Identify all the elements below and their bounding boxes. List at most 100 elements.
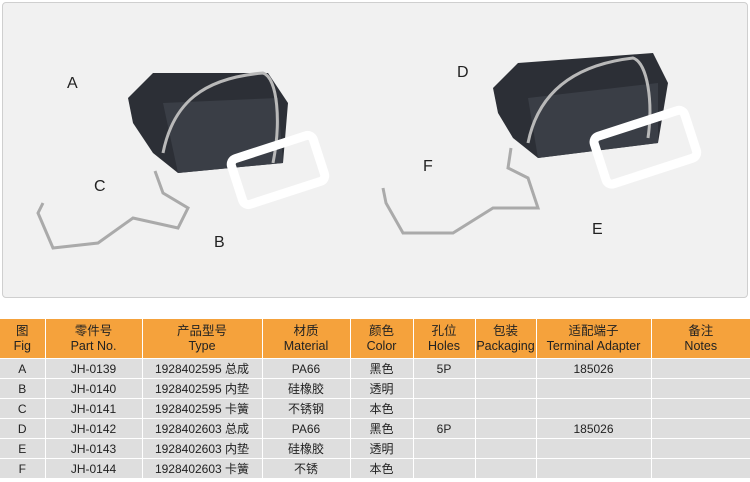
table-cell xyxy=(413,458,476,478)
table-cell: 1928402603 卡簧 xyxy=(142,458,263,478)
table-cell: PA66 xyxy=(262,358,351,379)
table-cell xyxy=(413,378,476,399)
column-header-en: Color xyxy=(366,338,397,353)
table-cell xyxy=(651,358,750,379)
column-header-zh: 包装 xyxy=(492,323,518,338)
column-header-en: Holes xyxy=(428,338,460,353)
table-cell xyxy=(413,398,476,419)
column-header-zh: 产品型号 xyxy=(176,323,227,338)
table-cell: A xyxy=(0,358,46,379)
table-cell: E xyxy=(0,438,46,459)
column-header-en: Packaging xyxy=(476,338,535,353)
figure-label-b: B xyxy=(214,234,225,251)
table-cell: 本色 xyxy=(350,458,414,478)
column-header-zh: 孔位 xyxy=(431,323,457,338)
table-cell: B xyxy=(0,378,46,399)
column-header-en: Material xyxy=(283,338,329,353)
figure-label-a: A xyxy=(67,75,78,92)
table-cell xyxy=(651,458,750,478)
table-cell xyxy=(475,418,537,439)
table-cell: 5P xyxy=(413,358,476,379)
table-cell xyxy=(475,438,537,459)
table-cell: JH-0141 xyxy=(45,398,143,419)
table-cell: 6P xyxy=(413,418,476,439)
table-cell xyxy=(536,378,652,399)
column-header-en: Notes xyxy=(684,338,718,353)
column-header-zh: 材质 xyxy=(293,323,319,338)
product-photo: A B C D E F xyxy=(2,2,748,298)
table-cell xyxy=(651,398,750,419)
figure-label-e: E xyxy=(592,221,603,238)
clip-c xyxy=(36,170,190,250)
table-cell: JH-0142 xyxy=(45,418,143,439)
table-cell: C xyxy=(0,398,46,419)
column-header-en: Fig xyxy=(13,338,31,353)
table-cell: D xyxy=(0,418,46,439)
table-cell: 硅橡胶 xyxy=(262,378,351,399)
figure-label-f: F xyxy=(423,158,433,175)
table-cell: 不锈钢 xyxy=(262,398,351,419)
table-cell: 185026 xyxy=(536,358,652,379)
column-header-en: Terminal Adapter xyxy=(546,338,641,353)
table-cell xyxy=(475,398,537,419)
connector-d-housing xyxy=(493,53,668,158)
table-cell xyxy=(413,438,476,459)
table-cell xyxy=(475,458,537,478)
table-cell: JH-0139 xyxy=(45,358,143,379)
connector-illustrations xyxy=(36,53,702,250)
table-cell: 1928402603 内垫 xyxy=(142,438,263,459)
table-cell: JH-0143 xyxy=(45,438,143,459)
table-cell: 本色 xyxy=(350,398,414,419)
table-cell: 1928402595 卡簧 xyxy=(142,398,263,419)
table-cell: 185026 xyxy=(536,418,652,439)
figure-label-c: C xyxy=(94,178,106,195)
table-cell xyxy=(651,438,750,459)
column-header-en: Type xyxy=(188,338,216,353)
figure-label-d: D xyxy=(457,64,469,81)
column-header-zh: 零件号 xyxy=(74,323,113,338)
table-cell: 黑色 xyxy=(350,358,414,379)
table-cell xyxy=(536,458,652,478)
table-cell: 透明 xyxy=(350,438,414,459)
clip-f xyxy=(381,147,541,235)
table-cell xyxy=(651,418,750,439)
column-header-zh: 颜色 xyxy=(368,323,394,338)
column-header-zh: 图 xyxy=(15,323,29,338)
table-cell: 透明 xyxy=(350,378,414,399)
seal-b xyxy=(226,130,330,210)
table-cell: 黑色 xyxy=(350,418,414,439)
table-cell: 硅橡胶 xyxy=(262,438,351,459)
table-cell xyxy=(475,358,537,379)
table-cell: 不锈 xyxy=(262,458,351,478)
column-header-zh: 适配端子 xyxy=(568,323,619,338)
table-cell: 1928402603 总成 xyxy=(142,418,263,439)
table-cell: PA66 xyxy=(262,418,351,439)
table-cell xyxy=(475,378,537,399)
table-cell: JH-0144 xyxy=(45,458,143,478)
table-cell: 1928402595 总成 xyxy=(142,358,263,379)
column-header-zh: 备注 xyxy=(688,323,714,338)
table-cell: JH-0140 xyxy=(45,378,143,399)
table-cell: F xyxy=(0,458,46,478)
seal-e xyxy=(589,105,702,189)
table-cell xyxy=(536,438,652,459)
table-cell xyxy=(651,378,750,399)
connector-a-housing xyxy=(128,71,288,173)
